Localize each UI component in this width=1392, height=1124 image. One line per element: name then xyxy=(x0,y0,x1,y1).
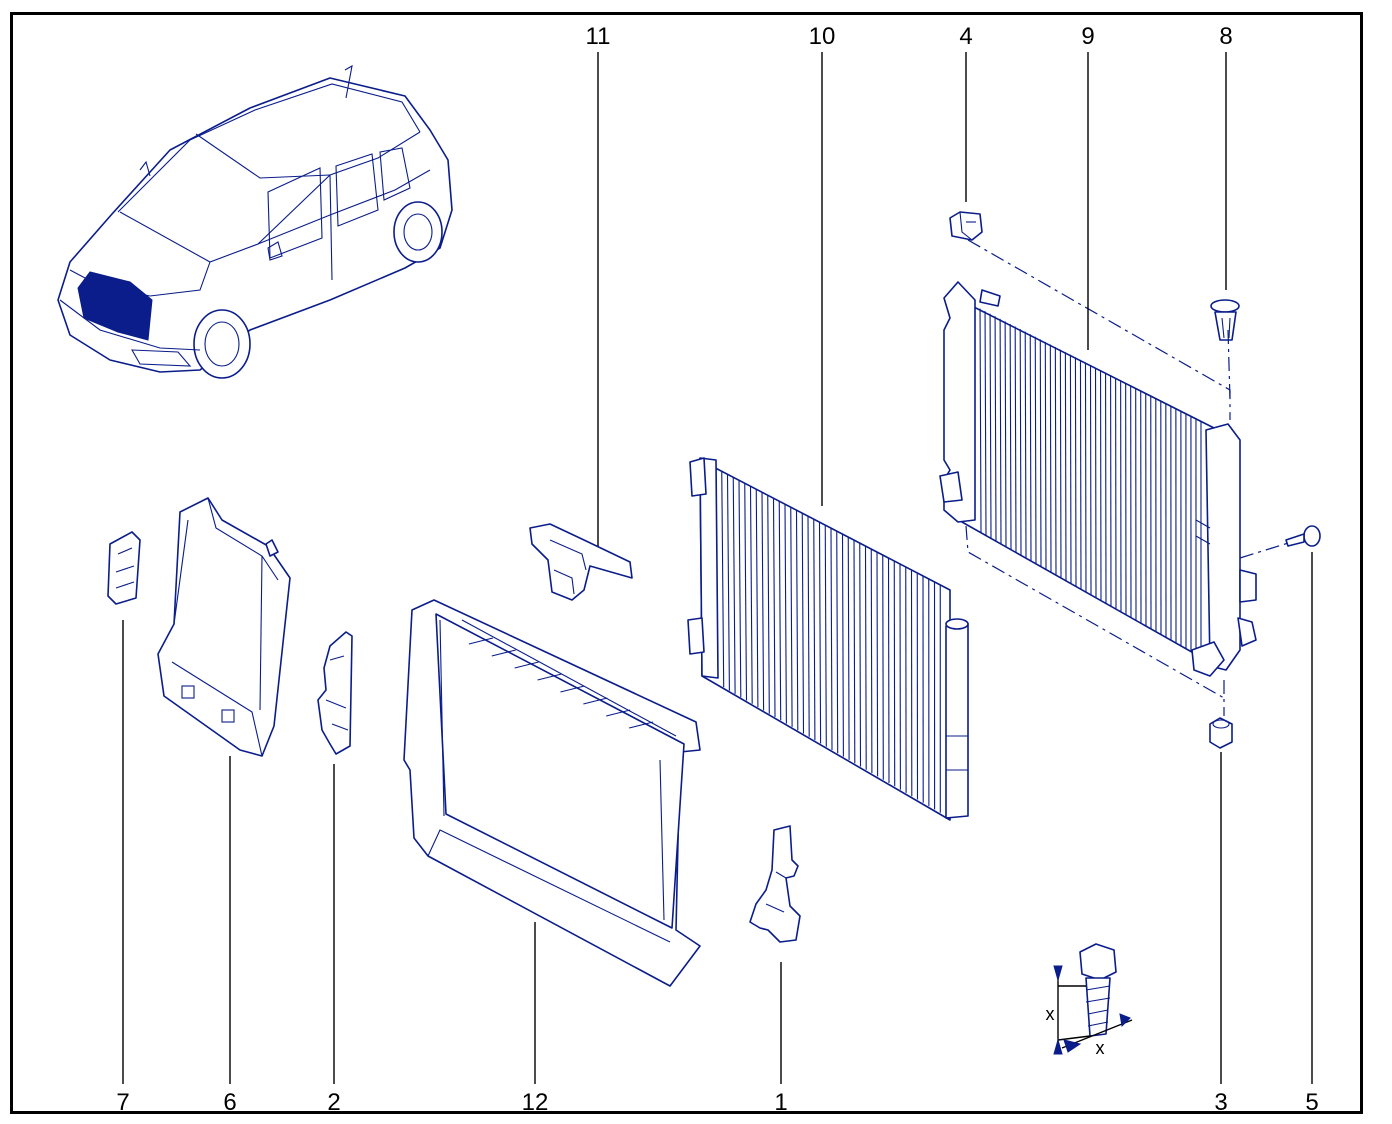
radiator-fin xyxy=(979,308,982,533)
part-labels: 11 10 4 9 8 7 6 2 12 1 3 5 xyxy=(116,23,1318,1116)
shroud-rib xyxy=(606,709,631,717)
condenser-fin xyxy=(876,551,879,777)
radiator-fin xyxy=(1054,347,1057,576)
radiator-icon xyxy=(939,281,1257,677)
radiator-fin xyxy=(1049,344,1052,573)
label-2: 2 xyxy=(327,1089,340,1116)
dimension-mark-vertical: x xyxy=(1046,1004,1055,1024)
condenser-fin xyxy=(870,548,873,774)
shroud-rib xyxy=(583,697,608,705)
label-10: 10 xyxy=(809,23,836,50)
radiator-fin xyxy=(1024,331,1027,559)
screw-icon xyxy=(1285,525,1321,547)
leader-lines xyxy=(122,52,1313,1084)
condenser-fin xyxy=(859,542,862,767)
radiator-fin xyxy=(1074,357,1077,587)
condenser-fin xyxy=(818,521,822,744)
condenser-fin xyxy=(772,497,776,718)
label-3: 3 xyxy=(1214,1089,1227,1116)
condenser-fin xyxy=(767,494,770,714)
condenser-fin xyxy=(732,476,736,694)
radiator-fin xyxy=(1039,339,1042,567)
condenser-fin xyxy=(738,479,742,698)
condenser-fin xyxy=(784,503,787,724)
condenser-fin xyxy=(778,500,782,721)
label-12: 12 xyxy=(522,1089,549,1116)
condenser-fin xyxy=(790,506,793,727)
condenser-icon xyxy=(687,457,969,821)
radiator-fin xyxy=(1014,326,1017,553)
radiator-fin xyxy=(1059,349,1062,579)
radiator-fin xyxy=(1004,321,1007,547)
radiator-fin xyxy=(989,313,992,539)
condenser-fin xyxy=(841,533,844,757)
assembly-lines xyxy=(965,239,1299,716)
label-1: 1 xyxy=(774,1089,787,1116)
shroud-rib xyxy=(560,685,585,693)
condenser-fin xyxy=(836,530,839,754)
radiator-fin xyxy=(984,311,987,536)
clip-bracket-icon xyxy=(317,631,353,755)
radiator-fin xyxy=(1029,334,1032,562)
condenser-fin xyxy=(726,473,730,691)
label-8: 8 xyxy=(1219,23,1232,50)
shroud-rib xyxy=(628,721,654,729)
label-6: 6 xyxy=(223,1089,236,1116)
bracket-icon xyxy=(749,825,801,943)
upper-bracket-icon xyxy=(529,523,633,601)
condenser-fin xyxy=(801,512,805,734)
condenser-fin xyxy=(887,557,890,784)
radiator-fin xyxy=(1089,364,1092,596)
condenser-fin xyxy=(853,539,856,764)
radiator-fin xyxy=(1069,354,1072,584)
radiator-fin xyxy=(1044,341,1047,570)
condenser-fin xyxy=(761,491,765,711)
condenser-fin xyxy=(813,518,816,741)
condenser-fin xyxy=(824,524,827,747)
label-9: 9 xyxy=(1081,23,1094,50)
condenser-fin xyxy=(795,509,799,731)
fan-shroud-icon xyxy=(403,599,701,987)
radiator-fin xyxy=(1079,359,1082,590)
label-5: 5 xyxy=(1305,1089,1318,1116)
condenser-fin xyxy=(807,515,810,737)
clip-icon xyxy=(107,531,141,605)
condenser-fin xyxy=(864,545,867,770)
dimension-mark-horizontal: x xyxy=(1096,1038,1105,1058)
radiator-fin xyxy=(1009,323,1012,550)
radiator-fin xyxy=(999,318,1002,545)
label-4: 4 xyxy=(959,23,972,50)
condenser-fin xyxy=(847,536,850,760)
air-deflector-icon xyxy=(157,497,291,757)
bolt-dimension-icon: x x xyxy=(1046,943,1133,1058)
label-7: 7 xyxy=(116,1089,129,1116)
shroud-rib xyxy=(491,649,516,657)
radiator-fin xyxy=(1084,362,1087,593)
label-11: 11 xyxy=(586,23,611,50)
radiator-fin xyxy=(994,316,997,542)
condenser-fin xyxy=(830,527,833,751)
shroud-rib xyxy=(537,673,562,681)
condenser-fin xyxy=(749,485,753,704)
shroud-rib xyxy=(514,661,539,669)
condenser-fin xyxy=(744,482,748,701)
condenser-fin xyxy=(882,554,884,780)
radiator-fin xyxy=(1064,352,1067,581)
nut-icon xyxy=(1209,717,1233,749)
radiator-fin xyxy=(1034,336,1037,564)
push-rivet-icon xyxy=(1210,299,1240,341)
vehicle-icon xyxy=(57,64,453,379)
rubber-mount-icon xyxy=(949,211,983,241)
radiator-fin xyxy=(1019,329,1022,556)
shroud-rib xyxy=(468,637,494,645)
condenser-fin xyxy=(721,470,725,688)
condenser-fin xyxy=(755,488,759,708)
